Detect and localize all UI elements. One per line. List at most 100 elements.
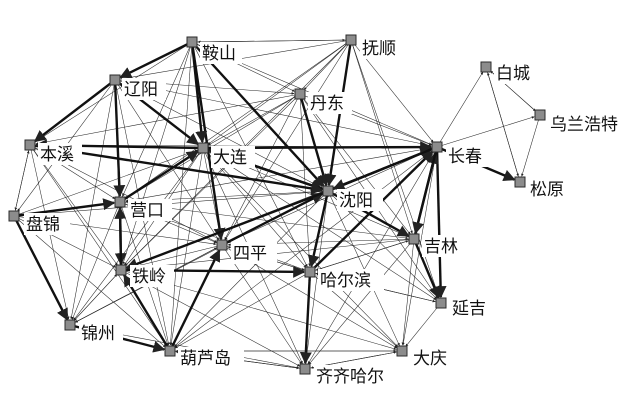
node-label-background [128,199,172,221]
node-qiqihaer[interactable]: 齐齐哈尔 [299,363,398,387]
edge-thin-benxi-to-huludao [29,144,167,347]
edge-thin-dandong-to-benxi [35,93,301,145]
node-marker [408,233,420,245]
edge-thin-liaoyang-to-siping [114,79,219,241]
edges-layer [12,38,541,370]
node-wulanhaote[interactable]: 乌兰浩特 [534,109,628,135]
edge-thin-shenyang-to-panjin [19,190,329,217]
node-label-background [360,37,406,59]
node-marker [322,185,334,197]
node-changchun[interactable]: 长春 [431,141,494,167]
node-label: 哈尔滨 [320,271,371,291]
edge-thick-shenyang-to-tieling [125,189,329,270]
node-marker [164,345,176,357]
node-dandong[interactable]: 丹东 [294,88,352,114]
edge-thin-dandong-to-dalian [208,93,301,146]
node-label-background [200,42,242,64]
edge-thin-jinzhou-to-tieling [69,274,118,326]
node-fushun[interactable]: 抚顺 [345,34,406,59]
node-label-background [446,145,494,167]
node-baicheng[interactable]: 白城 [480,61,538,84]
node-label: 葫芦岛 [180,349,231,369]
node-label: 营口 [130,201,164,221]
edge-thin-wulanhaote-to-songyuan [521,114,541,177]
edge-thin-shenyang-to-daqing [327,190,400,346]
edge-thin-fushun-to-jilin [350,39,413,234]
node-label-background [494,62,538,84]
node-benxi[interactable]: 本溪 [24,139,82,165]
edge-thin-changchun-to-huludao [174,146,438,348]
node-label: 本溪 [40,145,74,165]
node-anshan[interactable]: 鞍山 [186,36,242,64]
edge-thin-fushun-to-anshan [197,39,352,44]
node-huludao[interactable]: 葫芦岛 [164,345,244,369]
edge-thick-liaoyang-to-yingkou [113,79,126,198]
edge-thick-siping-to-shenyang [221,192,324,247]
edge-thin-anshan-to-tieling [122,41,193,265]
edge-thick-huludao-to-tieling [123,274,172,352]
edge-thin-dandong-to-siping [224,93,301,240]
node-label: 大庆 [413,349,447,369]
node-label-background [548,113,628,135]
edge-thick-liaoyang-to-benxi [33,79,116,143]
node-tieling[interactable]: 铁岭 [115,264,174,287]
node-label: 盘锦 [26,215,60,235]
edge-thin-dalian-to-jinzhou [73,147,204,321]
edge-thick-shenyang-to-haerbin [307,190,330,268]
edge-thin-shenyang-to-huludao [174,190,329,347]
edge-thin-yingkou-to-jinzhou [71,201,121,320]
node-label: 辽阳 [124,80,158,100]
node-panjin[interactable]: 盘锦 [8,210,70,235]
node-marker [435,297,447,309]
node-marker [514,176,526,188]
edge-thin-liaoyang-to-jinzhou [70,79,116,320]
edge-thick-changchun-to-shenyang [332,145,438,191]
node-label-background [130,265,174,287]
node-label: 松原 [530,180,564,200]
node-label-background [24,213,70,235]
edge-thin-anshan-to-benxi [34,41,193,143]
node-songyuan[interactable]: 松原 [514,176,572,200]
edge-thin-dandong-to-haerbin [299,93,311,267]
node-label-background [178,347,244,369]
node-label: 四平 [233,244,267,264]
node-label-background [314,365,398,387]
edge-thin-liaoyang-to-changchun [114,79,432,147]
node-label: 齐齐哈尔 [316,367,384,387]
node-label: 抚顺 [362,39,396,59]
node-haerbin[interactable]: 哈尔滨 [304,266,384,291]
node-yanji[interactable]: 延吉 [435,297,494,319]
edge-thin-yanji-to-daqing [405,302,442,347]
edge-thin-benxi-to-tieling [29,144,118,266]
edge-thin-dalian-to-daqing [202,147,398,347]
edge-thick-panjin-to-jinzhou [12,215,69,321]
node-label: 鞍山 [202,44,236,64]
edge-thin-siping-to-qiqihaer [221,244,302,365]
node-marker [216,239,228,251]
edge-thin-shenyang-to-qiqihaer [304,190,329,364]
node-label: 铁岭 [132,267,166,287]
node-siping[interactable]: 四平 [216,239,277,264]
node-marker [115,264,127,276]
edge-thin-dandong-to-jilin [299,93,411,235]
node-label: 吉林 [424,237,458,257]
node-dalian[interactable]: 大连 [197,142,255,168]
node-label: 沈阳 [339,191,373,211]
node-label-background [79,322,123,344]
node-liaoyang[interactable]: 辽阳 [109,74,166,100]
node-shenyang[interactable]: 沈阳 [322,185,383,211]
edge-thin-panjin-to-huludao [13,215,166,348]
node-yingkou[interactable]: 营口 [114,196,172,221]
node-daqing[interactable]: 大庆 [396,345,455,369]
node-marker [109,74,121,86]
node-jinzhou[interactable]: 锦州 [64,319,123,344]
node-marker [431,141,443,153]
node-marker [345,34,357,46]
edge-thick-anshan-to-dalian [190,41,208,144]
node-jilin[interactable]: 吉林 [408,233,468,257]
node-label: 乌兰浩特 [550,115,618,135]
node-marker [480,61,492,73]
edge-thin-panjin-to-dalian [13,149,198,217]
